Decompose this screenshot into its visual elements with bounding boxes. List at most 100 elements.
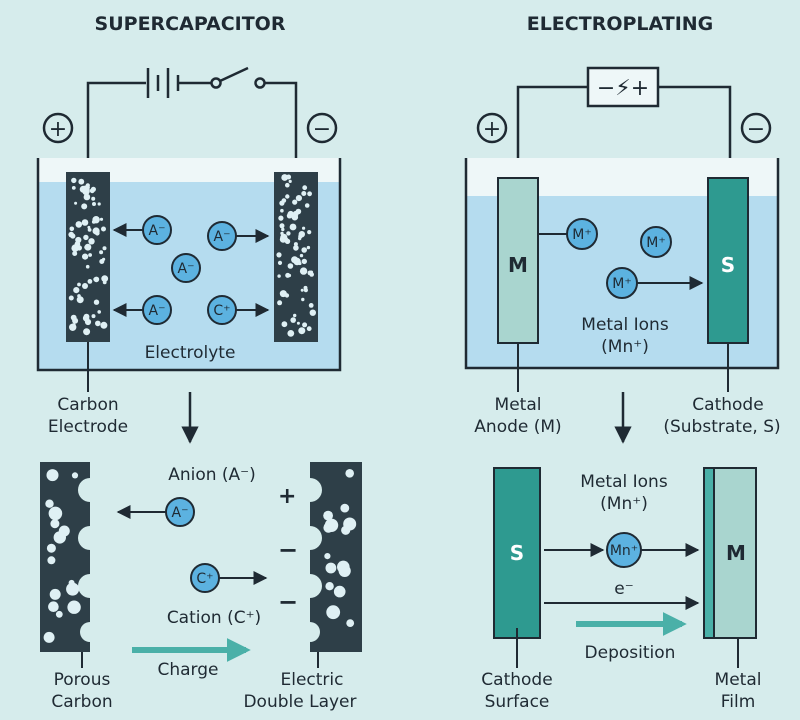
pore	[304, 203, 310, 208]
pore	[58, 525, 70, 537]
pore	[102, 246, 107, 251]
metal-film-block: M	[703, 467, 757, 639]
pore	[92, 227, 100, 235]
pore	[101, 226, 106, 232]
pore	[81, 219, 89, 226]
pore	[71, 186, 76, 190]
anode-label-line1: Metal	[495, 395, 542, 415]
metal-film-label-line2: Film	[721, 692, 756, 712]
pore	[83, 328, 91, 336]
detail-metal-ions-line1: Metal Ions	[580, 472, 668, 492]
pore	[295, 195, 302, 202]
right-carbon-electrode	[274, 172, 318, 342]
pore	[285, 194, 290, 199]
pore	[47, 556, 56, 565]
pore	[92, 202, 96, 206]
detail-anion: A⁻	[165, 497, 195, 527]
supercapacitor-title: SUPERCAPACITOR	[95, 13, 286, 35]
svg-text:A⁻: A⁻	[149, 223, 166, 239]
svg-text:A⁻: A⁻	[178, 261, 195, 277]
pore	[298, 327, 306, 335]
pore	[101, 275, 109, 282]
pore	[95, 320, 101, 327]
pore	[325, 582, 334, 591]
pore	[288, 179, 292, 183]
metal-film-label-line1: Metal	[715, 670, 762, 690]
svg-text:M⁺: M⁺	[612, 276, 631, 292]
pore	[93, 299, 100, 305]
pore	[46, 469, 59, 482]
pore	[301, 191, 307, 196]
pore	[102, 257, 106, 261]
plus-terminal-icon: +	[42, 112, 74, 144]
pore	[70, 233, 76, 239]
pore	[324, 553, 331, 560]
pore	[277, 300, 283, 306]
switch-icon	[210, 66, 266, 89]
pore	[85, 264, 90, 269]
svg-text:−: −	[747, 117, 765, 142]
pore	[293, 245, 299, 251]
pore	[93, 277, 98, 282]
pore	[301, 297, 305, 302]
pore	[290, 317, 297, 323]
svg-text:−: −	[313, 117, 331, 142]
pore	[72, 317, 79, 324]
electron-label: e⁻	[614, 579, 633, 599]
pore	[82, 283, 88, 289]
pore	[48, 601, 59, 612]
pore	[92, 216, 100, 224]
charge-minus-sign-1: −	[278, 536, 298, 564]
ion-anion-4: A⁻	[142, 295, 172, 325]
pore	[286, 231, 291, 236]
svg-text:C⁺: C⁺	[196, 571, 213, 587]
pore	[301, 247, 308, 253]
pore	[301, 258, 307, 265]
pore	[295, 208, 302, 215]
svg-text:S: S	[510, 541, 524, 565]
pore	[78, 178, 85, 185]
pore	[281, 321, 288, 328]
pore	[49, 588, 61, 600]
pore	[71, 323, 76, 328]
pore	[76, 296, 84, 304]
pore	[68, 295, 74, 301]
pore	[287, 330, 295, 337]
pore	[69, 226, 75, 232]
pore	[291, 256, 299, 264]
edl-label-line2: Double Layer	[243, 692, 356, 712]
pore	[345, 469, 355, 478]
pore	[340, 503, 350, 513]
pore	[299, 267, 308, 275]
pore	[306, 326, 312, 332]
pore	[298, 231, 305, 238]
pore	[71, 177, 77, 184]
metal-anode: M	[497, 177, 539, 344]
detail-metal-ion: Mn⁺	[606, 532, 642, 568]
pore	[67, 600, 81, 614]
pore	[88, 253, 92, 257]
svg-text:M⁺: M⁺	[646, 235, 665, 251]
pore	[291, 213, 299, 221]
svg-text:M⁺: M⁺	[572, 227, 591, 243]
electroplating-title: ELECTROPLATING	[527, 13, 714, 35]
pore	[300, 288, 304, 292]
svg-text:S: S	[721, 253, 735, 277]
porous-carbon-label-line2: Carbon	[51, 692, 112, 712]
electroplating-tank	[464, 158, 780, 370]
pore	[87, 279, 93, 284]
svg-text:C⁺: C⁺	[213, 303, 230, 319]
pore	[281, 174, 289, 181]
detail-cation: C⁺	[190, 563, 220, 593]
plating-minus-terminal-icon: −	[740, 112, 772, 144]
pore	[323, 510, 333, 521]
anode-label-line2: Anode (M)	[474, 417, 561, 437]
pore	[91, 314, 96, 319]
pore	[99, 217, 104, 221]
pore	[277, 260, 283, 265]
detail-metal-ions-line2: (Mn⁺)	[600, 494, 648, 514]
ion-anion-1: A⁻	[142, 215, 172, 245]
pore	[99, 250, 104, 255]
pore	[97, 310, 101, 314]
svg-text:−⚡+: −⚡+	[597, 76, 649, 101]
